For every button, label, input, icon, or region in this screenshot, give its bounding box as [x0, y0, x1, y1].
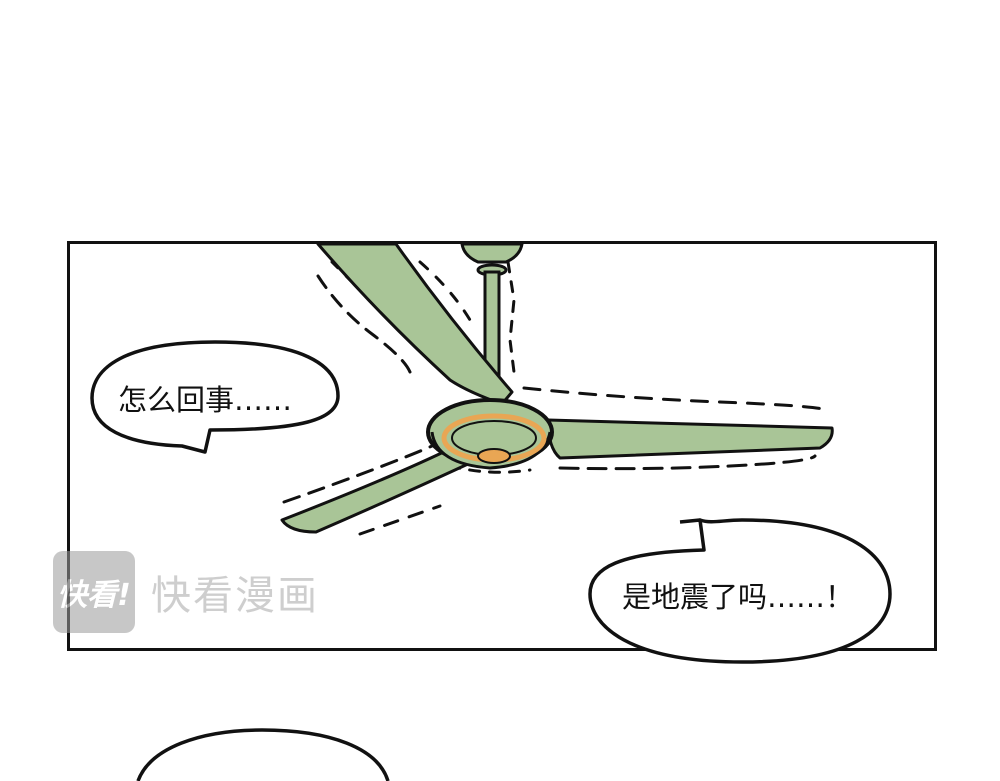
- speech-text-bottom-right: 是地震了吗……！: [622, 580, 855, 614]
- watermark-brand-text: 快看漫画: [151, 573, 319, 619]
- watermark-logo: 快看!: [53, 551, 135, 633]
- speech-bubble-bottom-partial: [136, 728, 390, 781]
- watermark: 快看! 快看漫画: [53, 551, 319, 633]
- speech-text-top-left: 怎么回事……: [118, 383, 293, 417]
- speech-bubble-top-left: [90, 340, 340, 454]
- speech-bubble-bottom-right: [588, 518, 892, 664]
- watermark-logo-text: 快看!: [57, 578, 131, 613]
